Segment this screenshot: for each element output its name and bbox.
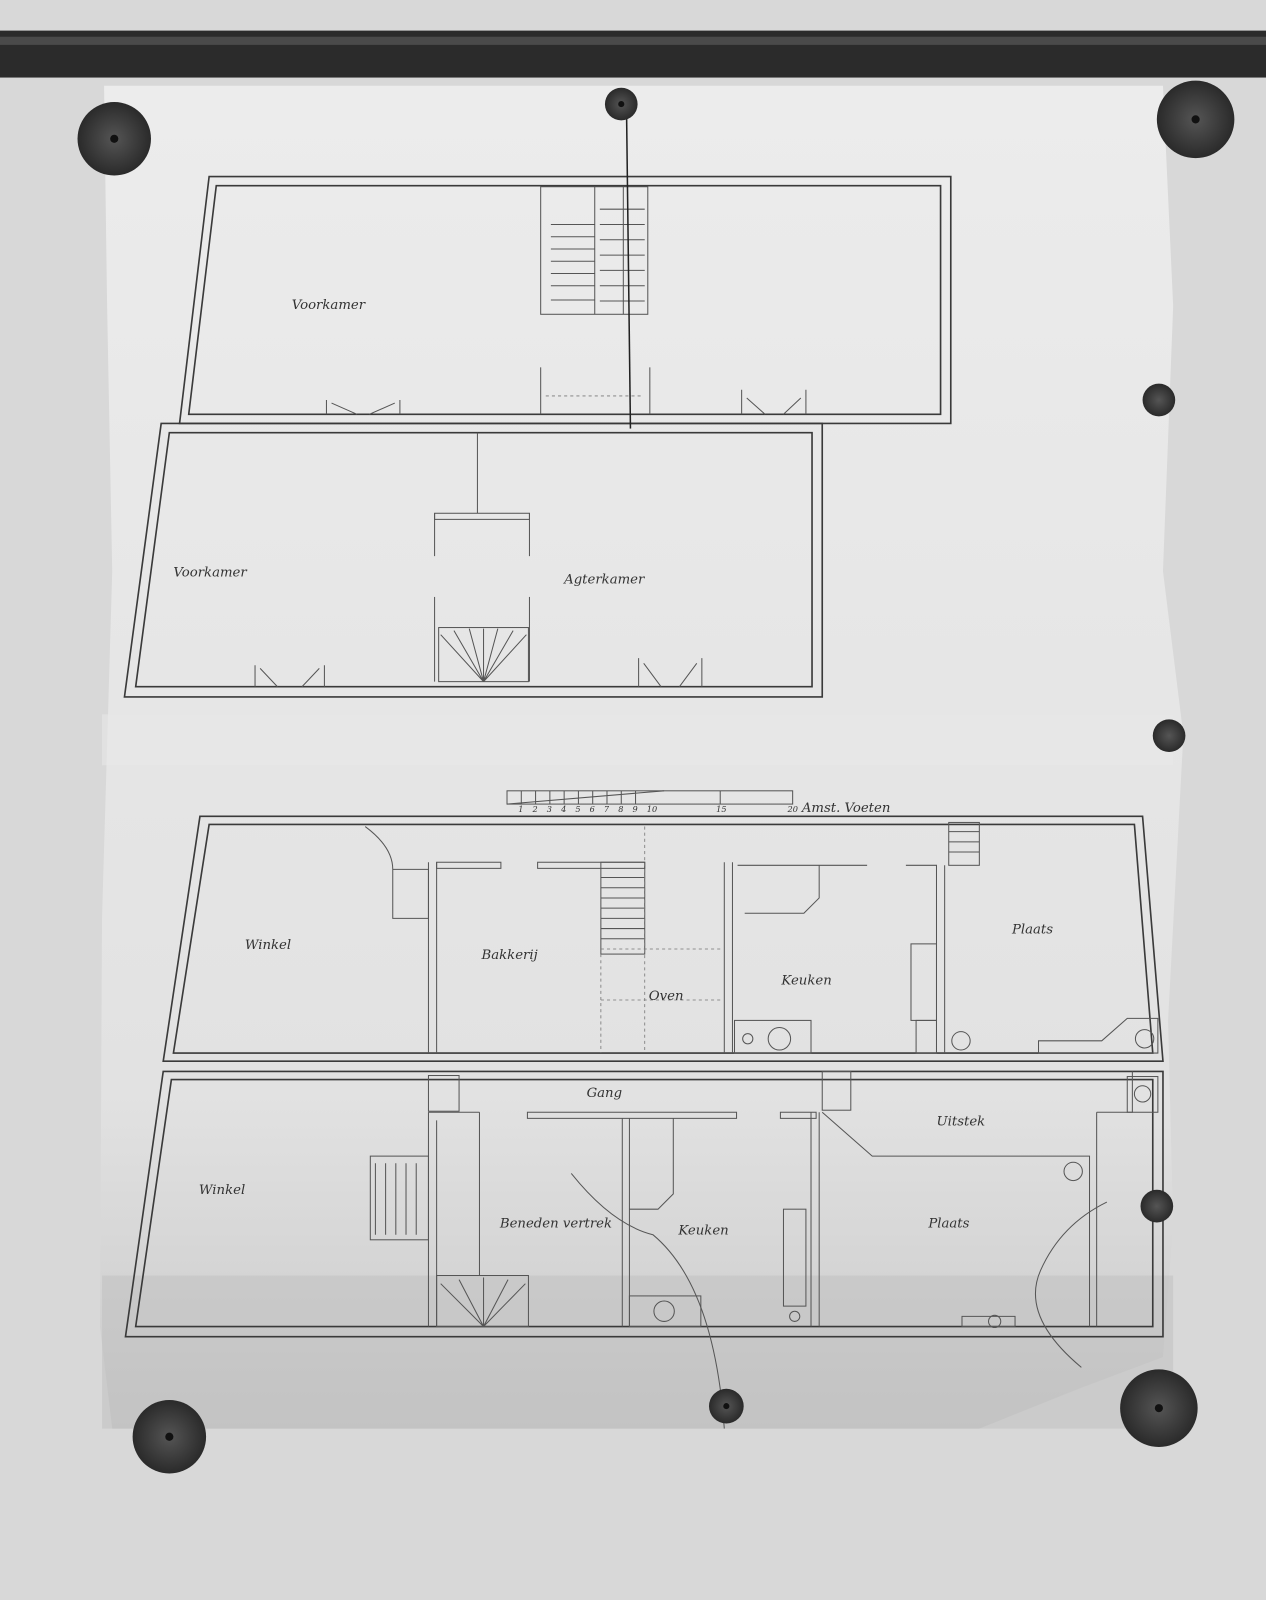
room-label-winkel-front: Winkel: [199, 1183, 245, 1198]
scale-tick: 7: [604, 804, 610, 814]
scale-tick: 5: [575, 804, 580, 814]
scale-tick: 9: [632, 804, 637, 814]
pin-right-2: [1152, 719, 1186, 753]
pin-right-1: [1142, 383, 1176, 417]
room-label-bakkerij: Bakkerij: [481, 948, 538, 963]
upper-floor-plan: Voorkamer Voorkamer Agterkamer: [123, 96, 952, 698]
scale-tick: 1: [518, 804, 523, 814]
scale-unit: Amst. Voeten: [800, 801, 891, 816]
scale-tick: 20: [787, 804, 798, 814]
scale-tick: 8: [618, 804, 623, 814]
scale-tick: 6: [590, 804, 595, 814]
room-label-oven: Oven: [649, 989, 684, 1004]
scale-bar: 1 2 3 4 5 6 7 8 9 10 15 20 Amst. Voeten: [506, 790, 891, 816]
scale-tick: 15: [716, 804, 726, 814]
room-label-keuken-back: Keuken: [780, 974, 831, 989]
room-label-voorkamer-upper: Voorkamer: [292, 298, 366, 313]
room-label-agterkamer: Agterkamer: [562, 573, 645, 588]
room-label-keuken-front: Keuken: [677, 1224, 728, 1239]
room-label-plaats-back: Plaats: [1011, 923, 1053, 938]
paper-weights: [77, 80, 1235, 1474]
room-label-beneden-vertrek: Beneden vertrek: [499, 1217, 612, 1232]
ground-floor-plan: Winkel Bakkerij Oven Keuken Plaats Gang …: [124, 815, 1164, 1429]
pin-right-3: [1140, 1189, 1174, 1223]
room-label-uitstek: Uitstek: [936, 1115, 985, 1130]
scale-tick: 3: [547, 804, 552, 814]
scale-tick: 4: [560, 804, 566, 814]
scale-tick: 10: [647, 804, 657, 814]
scale-tick: 2: [532, 804, 538, 814]
room-label-voorkamer-lower: Voorkamer: [173, 566, 247, 581]
room-label-winkel-back: Winkel: [245, 938, 291, 953]
room-label-gang: Gang: [587, 1086, 622, 1101]
room-label-plaats-front: Plaats: [927, 1217, 969, 1232]
